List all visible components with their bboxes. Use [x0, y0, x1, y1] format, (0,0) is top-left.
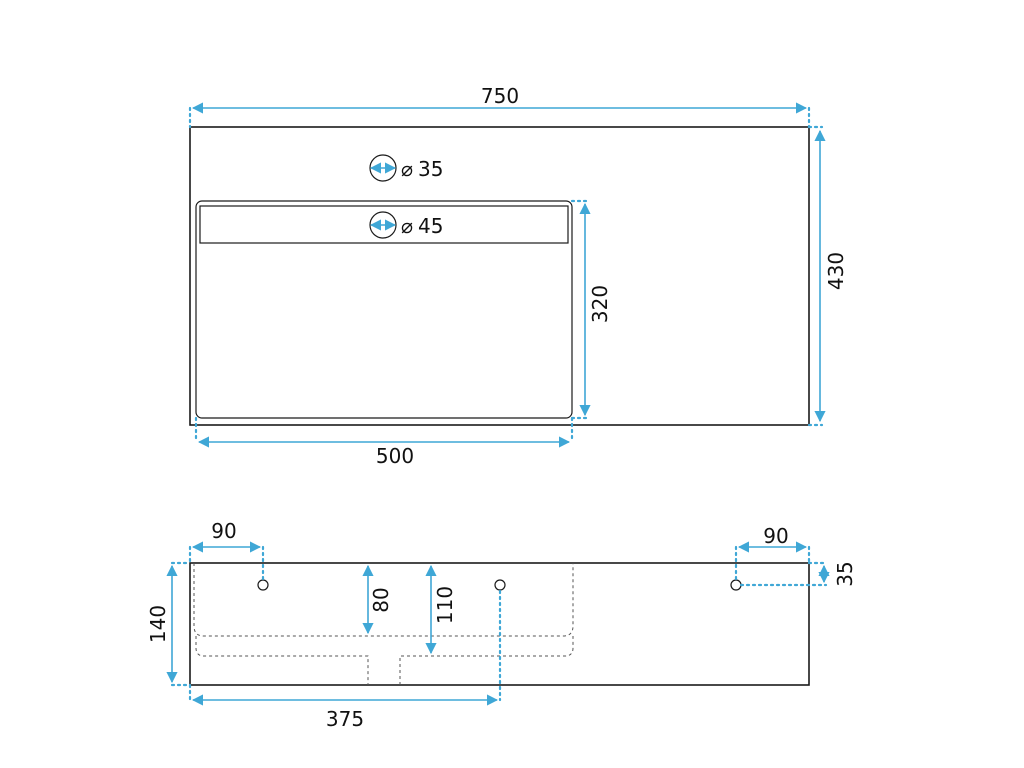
right-hole-height-label: 35: [833, 561, 857, 586]
tap-hole-diameter-symbol: ⌀: [401, 157, 413, 181]
tap-hole-label: 35: [418, 157, 443, 181]
right-hole-offset-label: 90: [763, 524, 788, 548]
drain-depth-label: 110: [433, 586, 457, 624]
hidden-basin-inner: [193, 563, 574, 637]
hidden-basin-outer: [195, 636, 574, 685]
basin-width-label: 500: [376, 444, 414, 468]
top-view: ⌀ 35 ⌀ 45 750 430 320 500: [188, 84, 848, 468]
basin-outline: [195, 200, 573, 419]
front-outline: [189, 562, 810, 686]
drain-offset-label: 375: [326, 707, 364, 731]
drain-hole-label: 45: [418, 214, 443, 238]
basin-depth-label: 320: [588, 285, 612, 323]
height-label: 140: [146, 605, 170, 643]
left-hole-offset-label: 90: [211, 519, 236, 543]
overall-width-label: 750: [481, 84, 519, 108]
inner-depth-label: 80: [369, 587, 393, 612]
drain-hole-diameter-symbol: ⌀: [401, 214, 413, 238]
left-mount-hole: [257, 579, 269, 591]
overflow-channel: [199, 205, 569, 244]
countertop-outline: [189, 126, 810, 426]
overall-depth-label: 430: [824, 252, 848, 290]
right-mount-hole: [730, 579, 742, 591]
drain-outlet-hole: [494, 579, 506, 591]
front-view: 90 90 35 140 80 110 375: [146, 519, 857, 731]
